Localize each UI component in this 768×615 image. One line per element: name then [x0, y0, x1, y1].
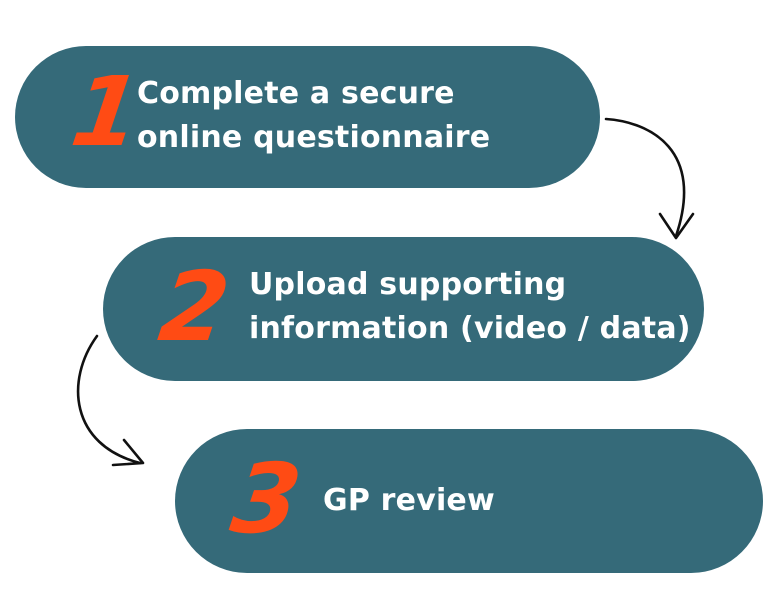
step-2-line-2: information (video / data): [249, 311, 691, 346]
step-1-number: 1: [65, 56, 148, 168]
step-3-line-1: GP review: [323, 483, 495, 518]
step-2-text: Upload supporting information (video / d…: [249, 263, 691, 351]
step-3-text: GP review: [323, 479, 495, 523]
step-2-pill: 2 Upload supporting information (video /…: [103, 237, 704, 381]
arrow-1-to-2-curve: [604, 117, 686, 238]
step-1-pill: 1 Complete a secure online questionnaire: [15, 46, 600, 188]
step-1-text: Complete a secure online questionnaire: [137, 72, 490, 160]
step-2-number: 2: [153, 251, 236, 363]
step-3-pill: 3 GP review: [175, 429, 763, 573]
step-3-number: 3: [225, 443, 308, 555]
step-2-line-1: Upload supporting: [249, 267, 567, 302]
step-1-line-1: Complete a secure: [137, 76, 455, 111]
step-1-line-2: online questionnaire: [137, 120, 491, 155]
arrow-2-to-3-head: [111, 438, 145, 467]
arrow-1-to-2-head: [658, 212, 695, 240]
